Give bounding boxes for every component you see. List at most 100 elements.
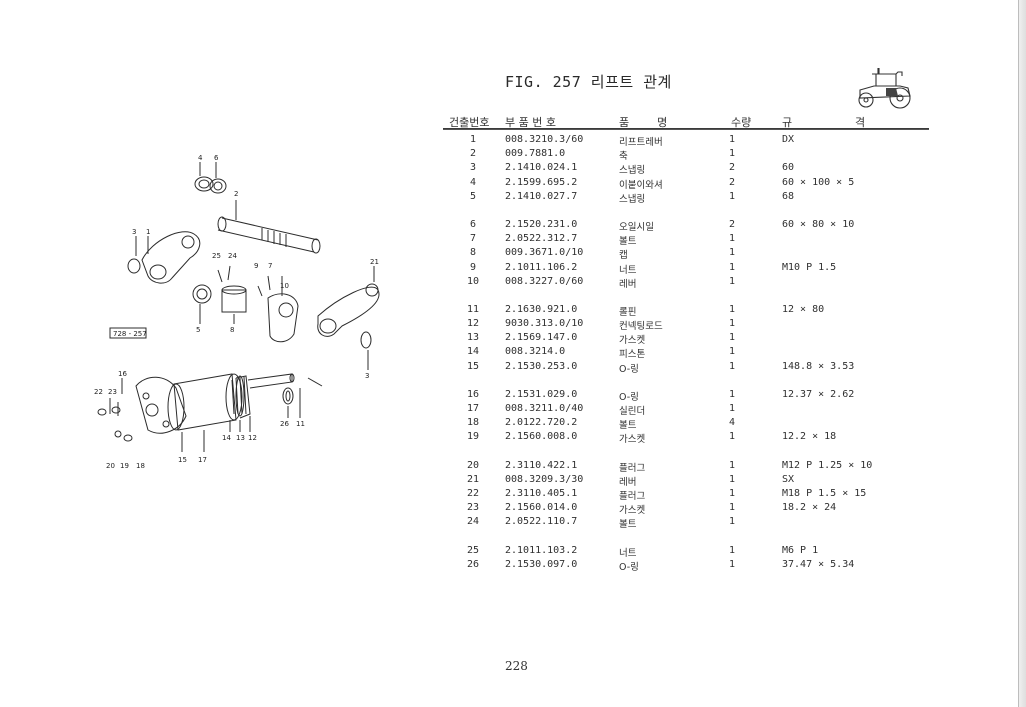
part-number: 009.3671.0/10: [505, 247, 584, 259]
part-number: 2.1011.106.2: [505, 261, 578, 273]
part-name: 가스켓: [619, 335, 646, 347]
quantity: 1: [729, 190, 736, 202]
item-number: 12: [466, 318, 480, 330]
part-number: 2.3110.405.1: [505, 487, 578, 499]
callout-label: 4: [198, 154, 203, 162]
item-number: 21: [466, 473, 480, 485]
quantity: 1: [729, 261, 736, 273]
item-number: 23: [466, 502, 480, 514]
part-number: 2.1530.253.0: [505, 360, 578, 372]
callout-label: 3: [365, 372, 369, 380]
part-name: 축: [619, 151, 628, 163]
part-name: 롤핀: [619, 306, 637, 318]
item-number: 13: [466, 332, 480, 344]
item-number: 15: [466, 360, 480, 372]
quantity: 1: [729, 275, 736, 287]
part-number: 2.1410.027.7: [505, 190, 578, 202]
page-edge: [1018, 0, 1026, 707]
quantity: 1: [729, 346, 736, 358]
part-name: 리프트레버: [619, 137, 663, 148]
part-name: 가스켓: [619, 434, 646, 446]
callout-label: 9: [254, 262, 258, 270]
item-number: 14: [466, 346, 480, 358]
callout-label: 19: [120, 462, 129, 470]
item-number: 11: [466, 303, 480, 315]
specification: 68: [782, 190, 795, 202]
item-number: 3: [469, 162, 477, 174]
specification: SX: [782, 473, 795, 485]
figure-code: 728 - 257: [113, 330, 147, 338]
specification: M10 P 1.5: [782, 261, 837, 273]
item-number: 17: [466, 403, 480, 414]
item-number: 24: [466, 516, 480, 528]
callout-label: 3: [132, 228, 136, 236]
quantity: 1: [729, 459, 736, 471]
part-number: 008.3209.3/30: [505, 473, 584, 485]
part-number: 2.1410.024.1: [505, 162, 578, 174]
quantity: 1: [729, 431, 736, 443]
part-name: 볼트: [619, 519, 637, 531]
specification: DX: [782, 134, 795, 145]
item-number: 5: [469, 190, 477, 202]
figure-title: FIG. 257 리프트 관계: [505, 73, 672, 91]
part-number: 2.0522.312.7: [505, 233, 578, 245]
header-qty: 수량: [731, 116, 752, 129]
callout-label: 21: [370, 258, 379, 266]
callout-label: 6: [214, 154, 219, 162]
item-number: 7: [469, 233, 477, 245]
table-row: 5 2.1410.027.7 스냅링 1 68: [443, 191, 929, 205]
part-name: 플러그: [619, 490, 646, 502]
header-name: 품 명: [619, 116, 668, 129]
item-number: 22: [466, 487, 480, 499]
part-number: 2.1530.097.0: [505, 558, 578, 570]
quantity: 1: [729, 388, 736, 400]
part-name: 피스톤: [619, 349, 646, 361]
item-number: 26: [466, 558, 480, 570]
part-number: 2.1569.147.0: [505, 332, 578, 344]
specification: M6 P 1: [782, 544, 819, 556]
callout-label: 15: [178, 456, 187, 464]
quantity: 1: [729, 360, 736, 372]
table-header: 건출번호 부 품 번 호 품 명 수량 규 격: [443, 114, 929, 130]
part-name: 플러그: [619, 462, 646, 474]
callout-label: 11: [296, 420, 305, 428]
part-number: 2.1560.008.0: [505, 431, 578, 443]
callout-labels: 4 6 2 3 1 25 24 9 7 10 21 5 8 3 16 22 23…: [94, 154, 379, 470]
part-name: 스냅링: [619, 193, 646, 205]
callout-label: 12: [248, 434, 257, 442]
quantity: 1: [729, 332, 736, 344]
specification: 60: [782, 162, 795, 174]
quantity: 1: [729, 487, 736, 499]
table-row: 13 2.1569.147.0 가스켓 1: [443, 332, 929, 346]
callout-label: 24: [228, 252, 237, 260]
item-number: 6: [469, 218, 477, 230]
part-number: 2.1630.921.0: [505, 303, 578, 315]
part-name: O-링: [619, 391, 639, 403]
part-number: 2.1531.029.0: [505, 388, 578, 400]
specification: 60 × 80 × 10: [782, 218, 855, 230]
specification: 12 × 80: [782, 303, 825, 315]
callout-label: 2: [234, 190, 238, 198]
specification: M12 P 1.25 × 10: [782, 459, 873, 471]
part-number: 2.3110.422.1: [505, 459, 578, 471]
quantity: 2: [729, 218, 736, 230]
